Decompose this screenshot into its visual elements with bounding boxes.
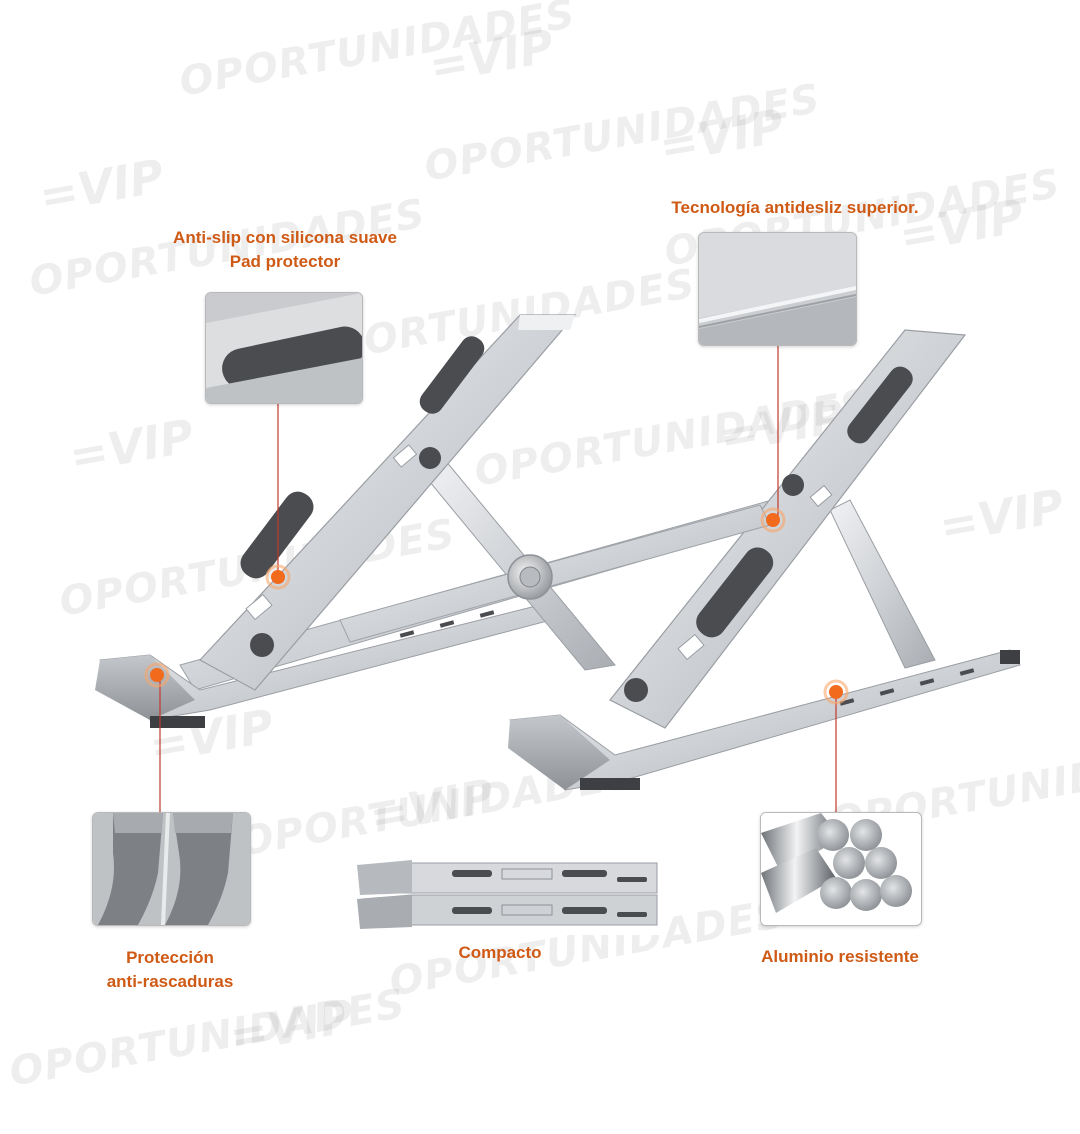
aluminum-callout: Aluminio resistente <box>730 945 950 969</box>
aluminum-rods-closeup <box>760 812 922 926</box>
brushed-metal-closeup <box>698 232 857 346</box>
scratch-protection-subtitle: anti-rascaduras <box>106 972 234 991</box>
aluminum-title: Aluminio resistente <box>761 947 919 966</box>
scratch-protection-callout: Protección anti-rascaduras <box>70 946 270 994</box>
folded-stand-illustration <box>352 855 662 935</box>
compact-callout: Compacto <box>420 941 580 965</box>
scratch-protection-title: Protección <box>126 948 214 967</box>
top-tech-callout: Tecnología antidesliz superior. <box>630 196 960 220</box>
compact-title: Compacto <box>458 943 542 962</box>
top-tech-title: Tecnología antidesliz superior. <box>671 198 919 217</box>
anti-slip-callout: Anti-slip con silicona suave Pad protect… <box>140 226 430 274</box>
anti-slip-title: Anti-slip con silicona suave <box>173 228 397 247</box>
silicone-pad-closeup <box>205 292 363 404</box>
foot-tip-closeup <box>92 812 251 926</box>
anti-slip-subtitle: Pad protector <box>229 252 341 271</box>
